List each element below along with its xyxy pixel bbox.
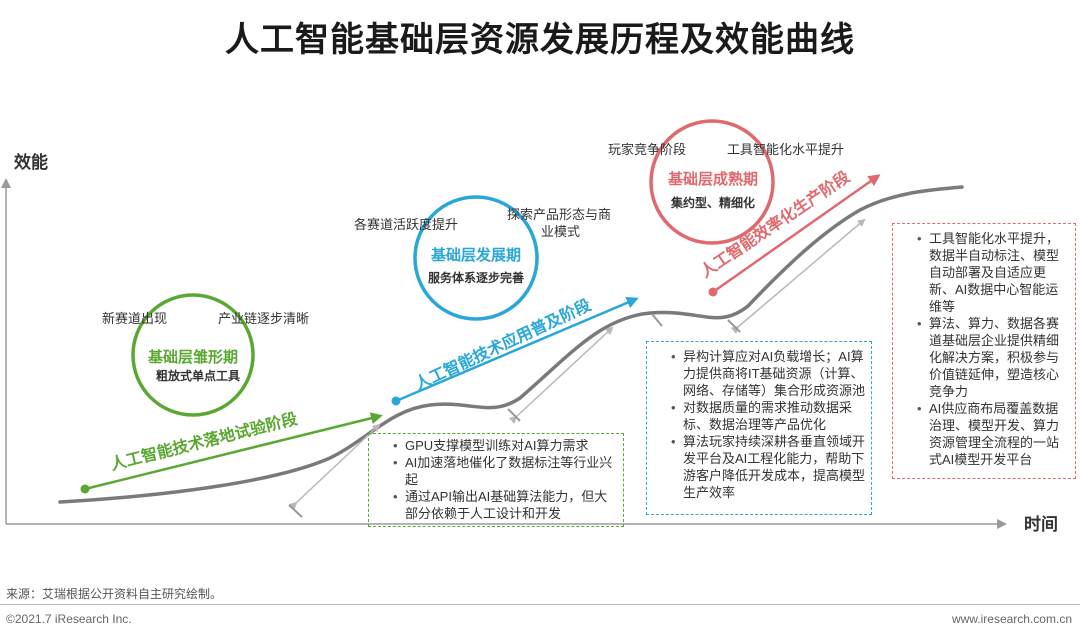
popularization-phase-details-box: 异构计算应对AI负载增长；AI算力提供商将IT基础资源（计算、网络、存储等）集合… — [646, 341, 872, 515]
stage-name-mature: 基础层成熟期 — [667, 170, 758, 188]
page-title: 人工智能基础层资源发展历程及效能曲线 — [225, 21, 855, 59]
footer-divider — [0, 604, 1080, 605]
stage-subtitle-embryonic: 粗放式单点工具 — [156, 368, 240, 383]
list-item: 通过API输出AI基础算法能力，但大部分依赖于人工设计和开发 — [393, 488, 617, 522]
list-item: 异构计算应对AI负载增长；AI算力提供商将IT基础资源（计算、网络、存储等）集合… — [671, 348, 865, 399]
copyright-text: ©2021.7 iResearch Inc. — [6, 612, 132, 626]
list-item: 算法玩家持续深耕各垂直领域开发平台及AI工程化能力，帮助下游客户降低开发成本，提… — [671, 433, 865, 501]
phase-label-popularization: 人工智能技术应用普及阶段 — [412, 295, 595, 394]
tick-mark-production — [727, 319, 741, 333]
website-link[interactable]: www.iresearch.com.cn — [951, 612, 1072, 626]
trial-phase-details-box: GPU支撑模型训练对AI算力需求 AI加速落地催化了数据标注等行业兴起 通过AP… — [368, 433, 624, 527]
list-item: 对数据质量的需求推动数据采标、数据治理等产品优化 — [671, 399, 865, 433]
tick-mark-transition — [651, 313, 663, 327]
list-item: AI加速落地催化了数据标注等行业兴起 — [393, 454, 617, 488]
feature-business-model: 业模式 — [541, 224, 580, 239]
source-note: 来源：艾瑞根据公开资料自主研究绘制。 — [6, 587, 223, 601]
stage-subtitle-mature: 集约型、精细化 — [670, 195, 755, 210]
feature-tool-intelligence: 工具智能化水平提升 — [727, 142, 844, 157]
dimension-marker-trial — [288, 423, 381, 511]
stage-circle-mature — [649, 119, 775, 245]
tick-mark-popularization — [507, 408, 521, 422]
feature-industry-chain: 产业链逐步清晰 — [218, 311, 309, 326]
x-axis-label: 时间 — [1024, 514, 1058, 534]
tick-mark-trial — [288, 504, 303, 518]
stage-name-development: 基础层发展期 — [430, 246, 521, 264]
list-item: AI供应商布局覆盖数据治理、模型开发、算力资源管理全流程的一站式AI模型开发平台 — [917, 400, 1069, 468]
feature-new-track: 新赛道出现 — [102, 311, 167, 326]
stage-circle-development — [413, 195, 539, 321]
feature-track-activity: 各赛道活跃度提升 — [354, 217, 458, 232]
production-phase-details-box: 工具智能化水平提升，数据半自动标注、模型自动部署及自适应更新、AI数据中心智能运… — [892, 223, 1076, 479]
stage-circle-embryonic — [131, 293, 255, 417]
stage-subtitle-development: 服务体系逐步完善 — [428, 270, 524, 285]
stage-name-embryonic: 基础层雏形期 — [147, 348, 238, 366]
list-item: 算法、算力、数据各赛道基础层企业提供精细化解决方案，积极参与价值链延伸，塑造核心… — [917, 315, 1069, 400]
phase-label-trial: 人工智能技术落地试验阶段 — [108, 409, 300, 474]
feature-explore-product: 探索产品形态与商 — [507, 207, 611, 222]
phase-arrow-production — [712, 174, 881, 294]
feature-competition: 玩家竞争阶段 — [608, 142, 686, 157]
efficiency-curve-diagram: 效能 时间 基础层雏形期 粗放式单点工具 基础层发展期 服务体系逐步完善 基础层… — [0, 119, 1058, 534]
dimension-marker-popularization — [508, 326, 614, 425]
list-item: 工具智能化水平提升，数据半自动标注、模型自动部署及自适应更新、AI数据中心智能运… — [917, 230, 1069, 315]
dimension-marker-production — [730, 218, 866, 334]
y-axis-label: 效能 — [14, 152, 48, 172]
list-item: GPU支撑模型训练对AI算力需求 — [393, 437, 617, 454]
